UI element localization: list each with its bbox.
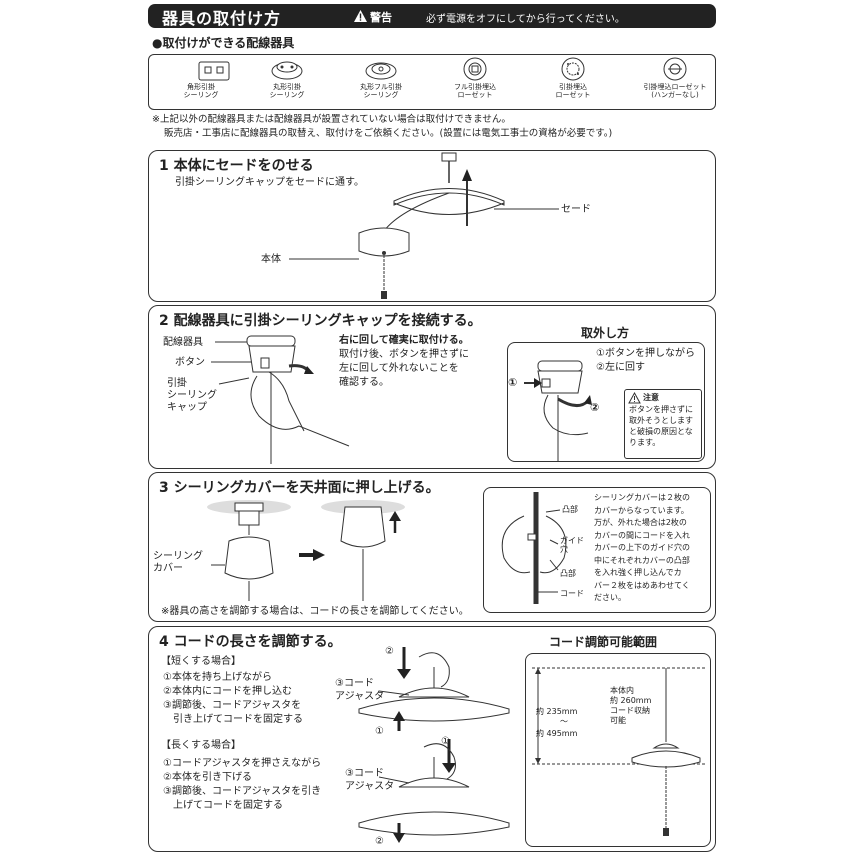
page-title: 器具の取付け方 [162, 9, 282, 28]
square-ceiling-icon [198, 61, 230, 81]
storage-text: 本体内 約 260mm コード収納 可能 [610, 686, 652, 725]
step1-title: 1 本体にセードをのせる [159, 158, 314, 174]
step2-desc: 取付け後、ボタンを押さずに 左に回して外れないことを 確認する。 [339, 349, 469, 388]
detail-convex-bottom: 凸部 [560, 569, 576, 578]
shorten-step: ②本体内にコードを押し込む [163, 686, 292, 697]
removal-num2: ② [590, 401, 600, 414]
lengthen-step: 上げてコードを固定する [173, 800, 283, 811]
removal-panel: ① ② ①ボタンを押しながら ②左に回す 注意 ボタンを押さずに 取外そうとしま… [507, 342, 705, 462]
round-full-ceiling-icon [365, 62, 397, 80]
step3-note: ※器具の高さを調節する場合は、コードの長さを調節してください。 [161, 606, 469, 617]
step1-section: 1 本体にセードをのせる 引掛シーリングキャップをセードに通す。 セード 本体 [148, 150, 716, 302]
range-title: コード調節可能範囲 [549, 635, 658, 649]
cover-detail-panel: 凸部 ガイド 穴 凸部 コード シーリングカバーは２枚の カバーからなっています… [483, 487, 711, 613]
range-tilde: 〜 [560, 717, 568, 726]
shorten-step: 引き上げてコードを固定する [173, 714, 303, 725]
connect-illustration [211, 335, 350, 464]
caution-title: 注意 [643, 393, 659, 402]
body-label: 本体 [261, 254, 281, 265]
header-bar: 器具の取付け方 警告 必ず電源をオフにしてから行ってください。 [148, 4, 716, 28]
adjuster-label-2: ③コード アジャスタ [345, 768, 395, 792]
devices-note-2: 販売店・工事店に配線器具の取替え、取付けをご依頼ください。(設置には電気工事士の… [164, 128, 613, 139]
removal-step2: ②左に回す [596, 362, 645, 373]
removal-title: 取外し方 [581, 326, 630, 340]
step2-desc-bold: 右に回して確実に取付ける。 [339, 335, 469, 346]
device-label: 引掛埋込 ローゼット [555, 83, 591, 99]
shorten-num1: ① [375, 726, 384, 737]
caution-icon [628, 391, 641, 404]
shorten-step: ①本体を持ち上げながら [163, 672, 272, 683]
cap-label: 引掛 シーリング キャップ [167, 378, 217, 413]
device-label: 引掛埋込ローゼット (ハンガーなし) [643, 83, 707, 99]
device-item: 角形引掛 シーリング [171, 57, 231, 99]
range-panel: 約 235mm 〜 約 495mm 本体内 約 260mm コード収納 可能 [525, 653, 711, 847]
removal-step1: ①ボタンを押しながら [596, 348, 695, 359]
shade-illustration [289, 152, 559, 299]
fixture-label: 配線器具 [163, 337, 203, 348]
shorten-num2: ② [385, 646, 394, 657]
caution-box: 注意 ボタンを押さずに 取外そうとします と破損の原因とな ります。 [624, 389, 702, 459]
device-label: 角形引掛 シーリング [183, 83, 219, 99]
step1-desc: 引掛シーリングキャップをセードに通す。 [175, 177, 364, 188]
device-item: 丸形引掛 シーリング [257, 57, 317, 99]
round-ceiling-icon [271, 61, 303, 80]
cover-detail-illustration [501, 492, 567, 604]
button-label: ボタン [175, 357, 205, 368]
flush-rosette-icon [561, 57, 585, 81]
device-item: 引掛埋込ローゼット (ハンガーなし) [639, 57, 711, 99]
detail-cord: コード [560, 589, 584, 598]
devices-panel: 角形引掛 シーリング 丸形引掛 シーリング 丸形フル引掛 シーリング フル引掛埋… [148, 54, 716, 110]
lengthen-step: ①コードアジャスタを押さえながら [163, 758, 322, 769]
device-label: 丸形フル引掛 シーリング [360, 83, 402, 99]
lengthen-step: ③調節後、コードアジャスタを引き [163, 786, 322, 797]
device-item: 丸形フル引掛 シーリング [351, 57, 411, 99]
cover-illustration [207, 500, 405, 601]
shade-label: セード [561, 204, 591, 215]
rosette-no-hanger-icon [663, 57, 687, 81]
device-item: 引掛埋込 ローゼット [543, 57, 603, 99]
full-rosette-icon [463, 57, 487, 81]
shorten-title: 【短くする場合】 [161, 656, 241, 667]
adjust-illustration [358, 647, 510, 843]
cover-label: シーリング カバー [153, 551, 203, 574]
range-min: 約 235mm [536, 707, 578, 716]
cover-detail-text: シーリングカバーは２枚の カバーからなっています。 万が、外れた場合は2枚の カ… [594, 493, 690, 602]
step3-title: 3 シーリングカバーを天井面に押し上げる。 [159, 480, 440, 496]
lengthen-step: ②本体を引き下げる [163, 772, 252, 783]
lengthen-title: 【長くする場合】 [161, 740, 241, 751]
adjuster-label-1: ③コード アジャスタ [335, 678, 385, 702]
removal-illustration [524, 360, 592, 461]
detail-convex-top: 凸部 [562, 505, 578, 514]
device-item: フル引掛埋込 ローゼット [445, 57, 505, 99]
step2-title: 2 配線器具に引掛シーリングキャップを接続する。 [159, 313, 482, 329]
devices-note-1: ※上記以外の配線器具または配線器具が設置されていない場合は取付けできません。 [152, 114, 511, 125]
lengthen-num2: ② [375, 836, 384, 847]
step4-title: 4 コードの長さを調節する。 [159, 634, 342, 650]
step4-section: 4 コードの長さを調節する。 【短くする場合】 ①本体を持ち上げながら ②本体内… [148, 626, 716, 852]
caution-text: ボタンを押さずに 取外そうとします と破損の原因とな ります。 [629, 405, 693, 447]
lengthen-num1: ① [441, 736, 450, 747]
detail-guide-hole: ガイド 穴 [560, 536, 584, 554]
range-illustration [532, 667, 706, 836]
warning-icon [354, 10, 367, 22]
device-label: 丸形引掛 シーリング [269, 83, 305, 99]
range-max: 約 495mm [536, 729, 578, 738]
device-label: フル引掛埋込 ローゼット [454, 83, 496, 99]
step2-section: 2 配線器具に引掛シーリングキャップを接続する。 配線器具 ボタン 引掛 シーリ… [148, 305, 716, 469]
warning-label: 警告 [370, 11, 392, 24]
devices-title: ●取付けができる配線器具 [152, 36, 295, 50]
step3-section: 3 シーリングカバーを天井面に押し上げる。 シーリング カバー ※器具の高さを調… [148, 472, 716, 622]
shorten-step: ③調節後、コードアジャスタを [163, 700, 302, 711]
removal-num1: ① [508, 376, 518, 389]
warning-text: 必ず電源をオフにしてから行ってください。 [426, 14, 625, 25]
